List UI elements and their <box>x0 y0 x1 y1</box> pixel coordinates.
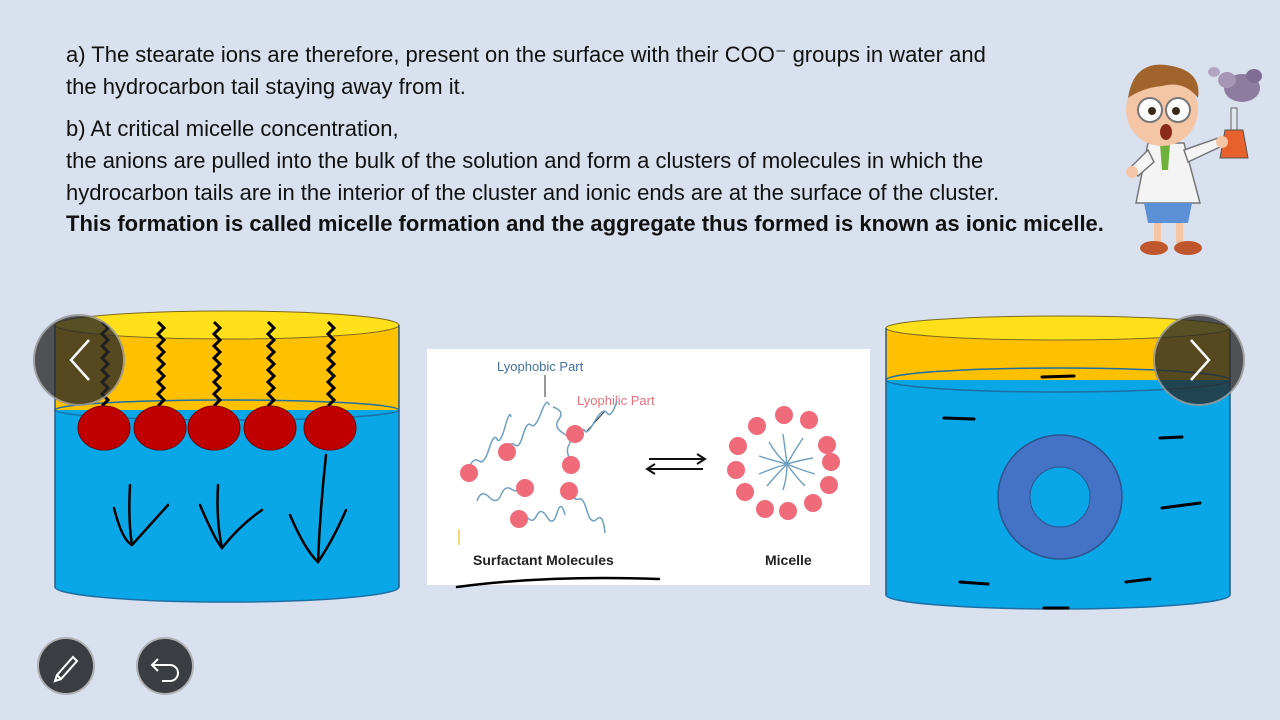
paragraph-b-line-2: the anions are pulled into the bulk of t… <box>66 148 984 173</box>
undo-button[interactable] <box>136 637 194 695</box>
paragraph-b-line-3: hydrocarbon tails are in the interior of… <box>66 180 1000 205</box>
lyophilic-label: Lyophilic Part <box>577 393 655 408</box>
pen-tool-button[interactable] <box>37 637 95 695</box>
chevron-left-icon <box>69 339 90 381</box>
paragraph-a: a) The stearate ions are therefore, pres… <box>66 39 986 103</box>
surfactant-label: Surfactant Molecules <box>473 552 614 568</box>
scientist-illustration <box>1126 64 1262 255</box>
lyophobic-label: Lyophobic Part <box>497 359 584 374</box>
next-slide-button[interactable] <box>1153 314 1245 406</box>
previous-slide-button[interactable] <box>33 314 125 406</box>
paragraph-b-line-1: b) At critical micelle concentration, <box>66 116 399 141</box>
paragraph-a-line-2: the hydrocarbon tail staying away from i… <box>66 74 466 99</box>
undo-icon <box>150 658 179 682</box>
micelle-label: Micelle <box>765 552 812 568</box>
pen-icon <box>53 655 79 683</box>
beaker-left-illustration <box>54 310 400 603</box>
beaker-right-illustration <box>885 315 1231 610</box>
paragraph-b: b) At critical micelle concentration, th… <box>66 113 999 209</box>
micelle-diagram: Lyophobic Part Lyophilic Part <box>427 349 870 589</box>
micelle-definition: This formation is called micelle formati… <box>66 211 1104 236</box>
chevron-right-icon <box>1190 339 1211 381</box>
paragraph-a-line-1: a) The stearate ions are therefore, pres… <box>66 42 986 67</box>
